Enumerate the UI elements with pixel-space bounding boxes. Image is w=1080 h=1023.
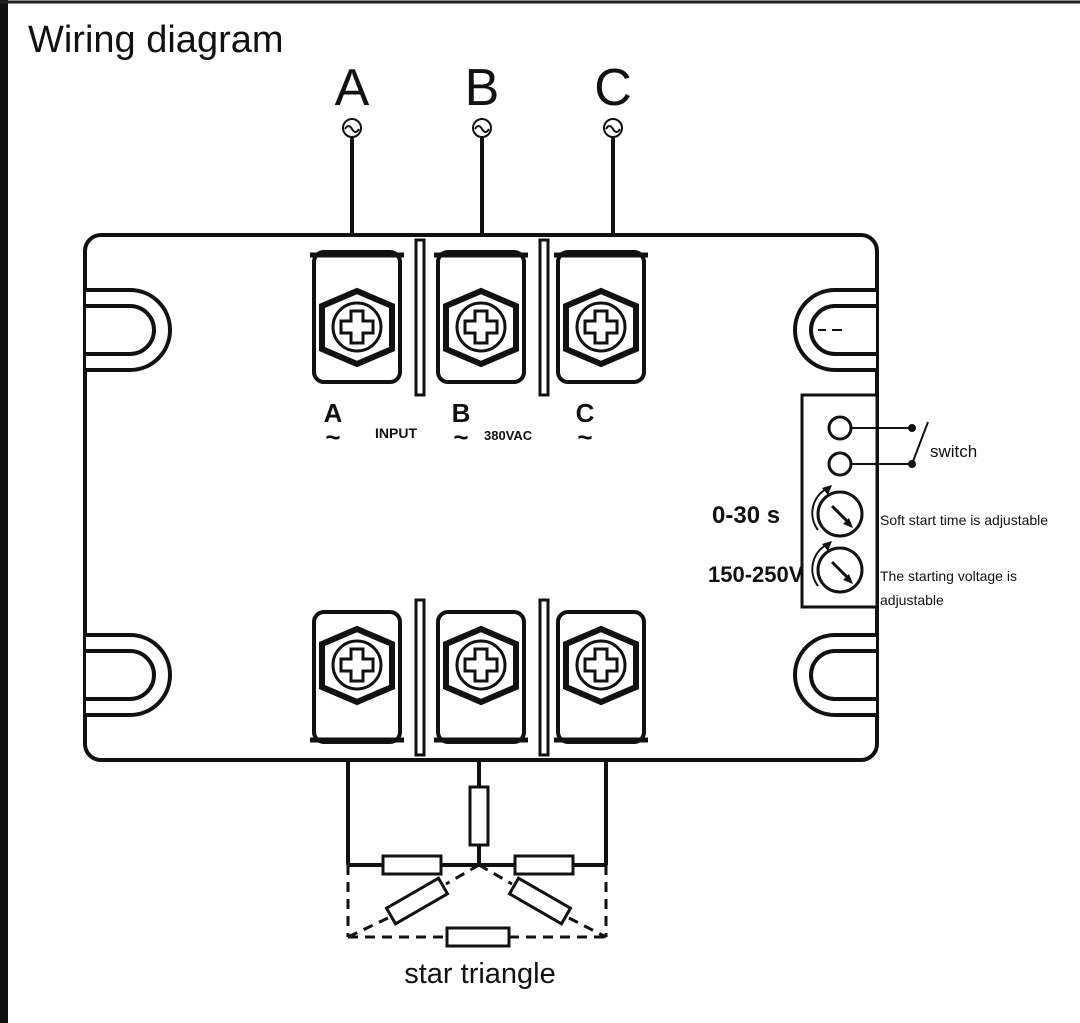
- voltage-range-label: 150-250V: [708, 562, 804, 587]
- switch-label: switch: [930, 442, 977, 461]
- voltage-description-line2: adjustable: [880, 592, 944, 608]
- terminal-top-b: [434, 250, 528, 384]
- terminal-top-c: [554, 250, 648, 384]
- voltage-description-line1: The starting voltage is: [880, 568, 1017, 584]
- triangle-connection: [346, 863, 608, 939]
- terminal-bottom-1: [310, 610, 404, 744]
- time-range-label: 0-30 s: [712, 502, 780, 529]
- switch-terminal-1: [827, 415, 853, 441]
- load-wiring: [346, 760, 608, 867]
- terminal-top-a: [310, 250, 404, 384]
- voltage-knob-icon: [811, 541, 864, 594]
- triangle-resistor-right: [507, 876, 573, 926]
- terminal-bottom-3: [554, 610, 648, 744]
- mounting-slot-top-left: [86, 288, 172, 372]
- frame-left-border: [0, 0, 8, 1023]
- triangle-resistor-left: [384, 876, 450, 926]
- phase-b-label: B: [465, 59, 500, 117]
- input-label: INPUT: [375, 425, 417, 441]
- phase-a-label: A: [335, 59, 370, 117]
- time-knob-icon: [811, 485, 864, 538]
- mounting-slot-bottom-right: [793, 633, 876, 717]
- star-resistor-left: [381, 854, 443, 876]
- ac-source-c: [603, 118, 623, 235]
- mounting-slot-top-right: [793, 288, 876, 372]
- terminal-label-a: A: [324, 398, 343, 428]
- phase-c-label: C: [594, 59, 632, 117]
- star-resistor-center: [468, 785, 490, 847]
- terminal-ac-c: ~: [577, 422, 592, 452]
- switch-terminal-2: [827, 451, 853, 477]
- load-caption: star triangle: [404, 958, 556, 990]
- terminal-label-c: C: [576, 398, 595, 428]
- star-resistor-right: [513, 854, 575, 876]
- terminal-label-b: B: [452, 398, 471, 428]
- terminal-ac-a: ~: [325, 422, 340, 452]
- triangle-resistor-bottom: [445, 926, 511, 948]
- terminal-bottom-2: [434, 610, 528, 744]
- diagram-title: Wiring diagram: [28, 19, 284, 61]
- ac-source-b: [472, 118, 492, 235]
- voltage-label: 380VAC: [484, 428, 533, 443]
- mounting-slot-bottom-left: [86, 633, 172, 717]
- terminal-separators: [414, 238, 550, 757]
- terminal-ac-b: ~: [453, 422, 468, 452]
- ac-source-a: [342, 118, 362, 235]
- time-description: Soft start time is adjustable: [880, 512, 1048, 528]
- switch-symbol: [851, 421, 929, 468]
